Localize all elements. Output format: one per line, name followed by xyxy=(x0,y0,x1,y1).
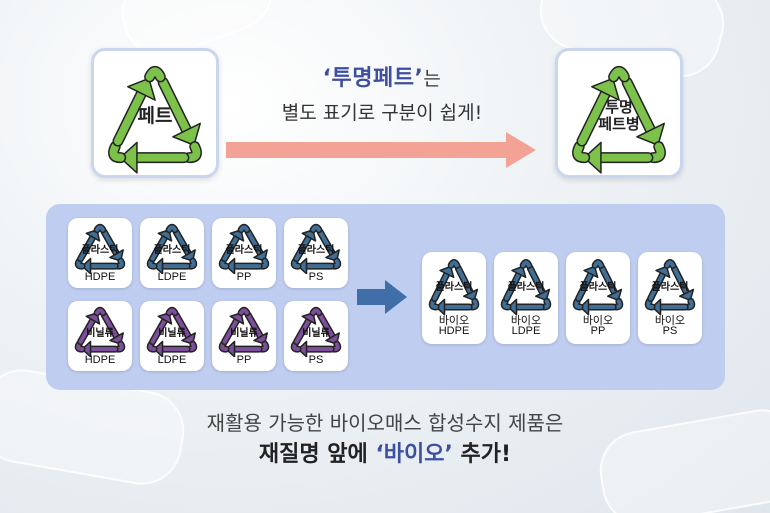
bio-prefix-label: 바이오 xyxy=(438,315,470,327)
headline-line1: ‘투명페트’는 xyxy=(232,60,532,92)
clear-pet-bottle-symbol-card: 투명 페트병 xyxy=(555,48,683,178)
resin-code-label: HDPE xyxy=(84,354,116,366)
headline-close-quote: ’ xyxy=(414,66,424,91)
resin-code-label: PP xyxy=(236,271,252,283)
recycle-triangle-icon xyxy=(218,306,270,357)
material-type-label: 비닐류 xyxy=(302,328,330,339)
material-label-card: 비닐류 LDPE xyxy=(140,301,204,371)
pet-symbol-card: 페트 xyxy=(91,48,219,178)
resin-code-label: PS xyxy=(308,271,324,283)
material-type-label: 플라스틱 xyxy=(153,245,191,256)
resin-code-label: LDPE xyxy=(511,325,541,337)
bio-prefix-label: 바이오 xyxy=(582,315,614,327)
recycle-triangle-icon xyxy=(290,306,342,357)
recycle-triangle-icon xyxy=(500,259,552,316)
material-label-card: 플라스틱 PP xyxy=(212,218,276,288)
recycle-triangle-icon xyxy=(108,66,202,174)
resin-code-label: LDPE xyxy=(157,271,187,283)
recycle-triangle-icon xyxy=(146,306,198,357)
bio-prefix-label: 바이오 xyxy=(654,315,686,327)
right-arrow-icon xyxy=(357,280,407,314)
headline-keyword: 투명페트 xyxy=(331,66,415,91)
caption-line2: 재질명 앞에 ‘바이오’ 추가! xyxy=(0,436,770,468)
clear-pet-bottle-label-line1: 투명 xyxy=(605,98,633,116)
caption-line2-suffix: 추가! xyxy=(452,442,512,467)
caption-line2-accent: ‘바이오’ xyxy=(375,442,453,467)
recycle-triangle-icon xyxy=(218,223,270,274)
resin-code-label: PS xyxy=(308,354,324,366)
headline-line2: 별도 표기로 구분이 쉽게! xyxy=(281,102,483,124)
material-type-label: 플라스틱 xyxy=(225,245,263,256)
resin-code-label: PP xyxy=(590,325,606,337)
material-type-label: 플라스틱 xyxy=(81,245,119,256)
recycle-triangle-icon xyxy=(74,306,126,357)
material-type-label: 비닐류 xyxy=(158,328,186,339)
recycle-triangle-icon xyxy=(146,223,198,274)
resin-code-label: HDPE xyxy=(438,325,470,337)
recycle-triangle-icon xyxy=(572,259,624,316)
material-type-label: 플라스틱 xyxy=(435,282,473,293)
recycle-triangle-icon xyxy=(290,223,342,274)
recycle-triangle-icon xyxy=(74,223,126,274)
recycle-triangle-icon xyxy=(572,66,666,174)
material-type-label: 비닐류 xyxy=(230,328,258,339)
resin-code-label: PP xyxy=(236,354,252,366)
right-arrow-icon xyxy=(226,132,536,168)
material-label-card: 비닐류 PP xyxy=(212,301,276,371)
headline: ‘투명페트’는 별도 표기로 구분이 쉽게! xyxy=(232,60,532,125)
material-label-card: 비닐류 PS xyxy=(284,301,348,371)
headline-particle: 는 xyxy=(423,68,442,90)
material-type-label: 플라스틱 xyxy=(651,282,689,293)
clear-pet-bottle-label-line2: 페트병 xyxy=(598,115,640,133)
headline-open-quote: ‘ xyxy=(322,66,332,91)
material-type-label: 플라스틱 xyxy=(507,282,545,293)
resin-code-label: LDPE xyxy=(157,354,187,366)
material-type-label: 플라스틱 xyxy=(579,282,617,293)
material-label-card: 플라스틱 PS xyxy=(284,218,348,288)
recycle-triangle-icon xyxy=(644,259,696,316)
bio-prefix-label: 바이오 xyxy=(510,315,542,327)
material-label-card: 플라스틱 HDPE xyxy=(68,218,132,288)
pet-symbol-label: 페트 xyxy=(137,105,173,127)
material-label-card: 비닐류 HDPE xyxy=(68,301,132,371)
material-type-label: 플라스틱 xyxy=(297,245,335,256)
resin-code-label: PS xyxy=(662,325,678,337)
caption-line1: 재활용 가능한 바이오매스 합성수지 제품은 xyxy=(206,411,564,435)
caption-line2-prefix: 재질명 앞에 xyxy=(258,442,376,467)
recycle-triangle-icon xyxy=(428,259,480,316)
material-label-card: 플라스틱 LDPE xyxy=(140,218,204,288)
material-type-label: 비닐류 xyxy=(86,328,114,339)
resin-code-label: HDPE xyxy=(84,271,116,283)
clear-pet-bottle-label: 투명 페트병 xyxy=(558,99,680,133)
